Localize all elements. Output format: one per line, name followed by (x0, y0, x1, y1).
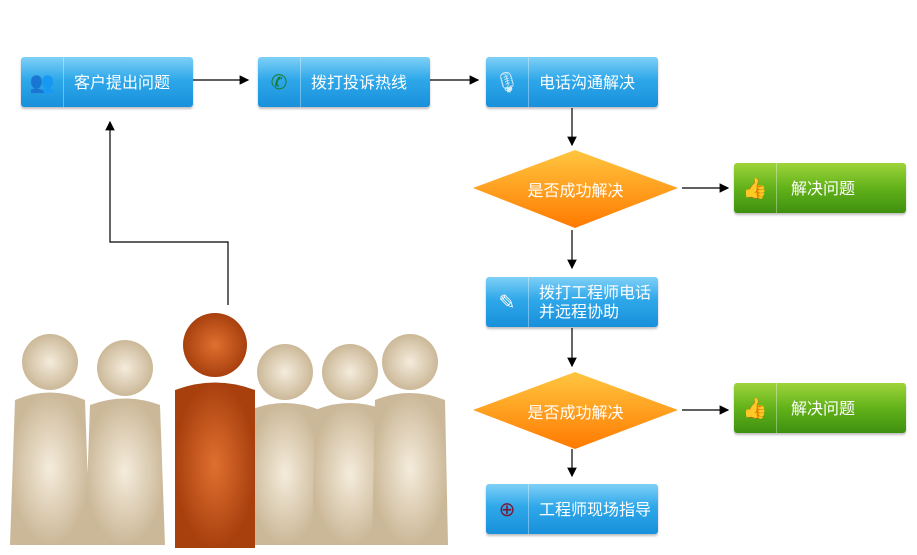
phone-icon: ✆ (258, 57, 301, 107)
result-resolved-2: 👍解决问题 (734, 383, 906, 433)
step-customer-issue: 👥客户提出问题 (21, 57, 193, 107)
decision-2: 是否成功解决 (527, 403, 624, 422)
edit-note-icon: ✎ (486, 277, 529, 327)
step-onsite: ⊕工程师现场指导 (486, 484, 658, 534)
people-icon: 👥 (21, 57, 64, 107)
thumbs-up-icon: 👍 (734, 383, 777, 433)
result-resolved-1: 👍解决问题 (734, 163, 906, 213)
decision-diamond-2 (473, 372, 678, 449)
microphone-icon: 🎙 (486, 57, 529, 107)
thumbs-up-icon: 👍 (734, 163, 777, 213)
feedback-arrow (105, 120, 229, 305)
decision-diamond-1 (473, 150, 678, 228)
decision-1: 是否成功解决 (527, 181, 624, 200)
step-engineer-call: ✎ 拨打工程师电话并远程协助 (486, 277, 658, 327)
ball-icon: ⊕ (486, 484, 529, 534)
people-illustration (10, 313, 448, 548)
step-hotline: ✆拨打投诉热线 (258, 57, 430, 107)
step-phone-resolve: 🎙电话沟通解决 (486, 57, 658, 107)
engineer-call-label: 拨打工程师电话并远程协助 (539, 283, 652, 321)
